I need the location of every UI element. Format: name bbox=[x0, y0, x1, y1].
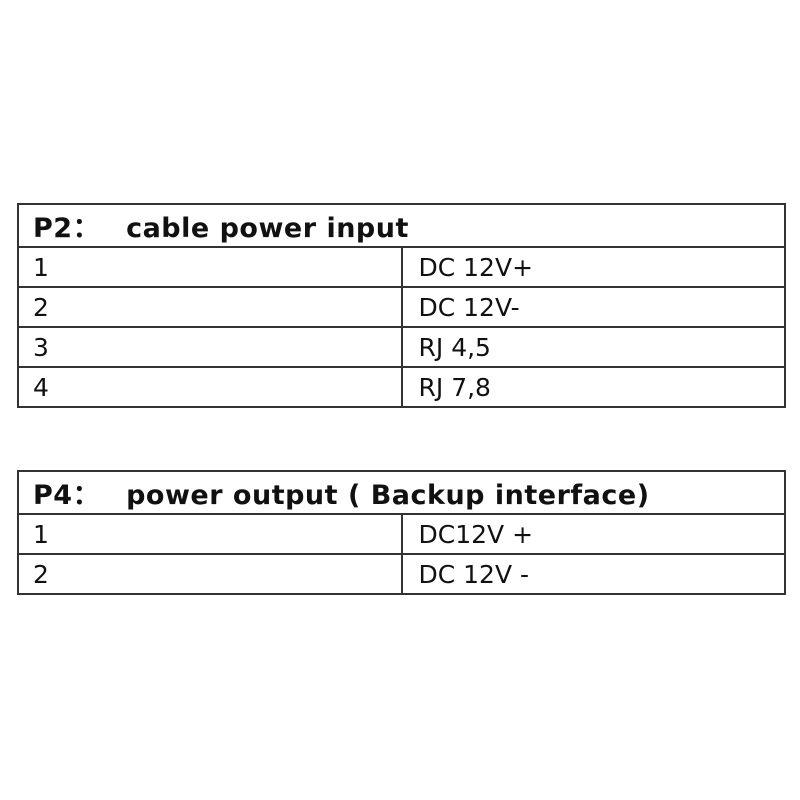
pin-number-cell: 4 bbox=[17, 366, 403, 408]
table-row: 2 DC 12V - bbox=[17, 553, 786, 595]
pin-number-cell: 1 bbox=[17, 513, 403, 555]
pin-description-cell: DC 12V+ bbox=[400, 246, 786, 288]
pin-number-cell: 2 bbox=[17, 553, 403, 595]
p4-table-title: power output ( Backup interface) bbox=[126, 480, 650, 511]
p4-header-cell: P4： power output ( Backup interface) bbox=[17, 470, 786, 515]
pin-description-cell: DC12V + bbox=[400, 513, 786, 555]
pin-description-cell: DC 12V - bbox=[400, 553, 786, 595]
pin-description-cell: RJ 7,8 bbox=[400, 366, 786, 408]
pin-description-cell: RJ 4,5 bbox=[400, 326, 786, 368]
table-row: 3 RJ 4,5 bbox=[17, 326, 786, 368]
table-row: 4 RJ 7,8 bbox=[17, 366, 786, 408]
pin-description-cell: DC 12V- bbox=[400, 286, 786, 328]
p2-table-title: cable power input bbox=[126, 213, 409, 244]
pin-number-cell: 3 bbox=[17, 326, 403, 368]
p2-header-cell: P2： cable power input bbox=[17, 203, 786, 248]
p2-connector-code: P2： bbox=[33, 213, 101, 244]
pin-number-cell: 1 bbox=[17, 246, 403, 288]
p4-header-row: P4： power output ( Backup interface) bbox=[17, 470, 786, 515]
pin-number-cell: 2 bbox=[17, 286, 403, 328]
table-row: 2 DC 12V- bbox=[17, 286, 786, 328]
p2-pinout-table: P2： cable power input 1 DC 12V+ 2 DC 12V-… bbox=[17, 203, 786, 408]
table-row: 1 DC12V + bbox=[17, 513, 786, 555]
p4-pinout-table: P4： power output ( Backup interface) 1 DC… bbox=[17, 470, 786, 595]
p4-connector-code: P4： bbox=[33, 480, 101, 511]
p2-header-row: P2： cable power input bbox=[17, 203, 786, 248]
table-row: 1 DC 12V+ bbox=[17, 246, 786, 288]
